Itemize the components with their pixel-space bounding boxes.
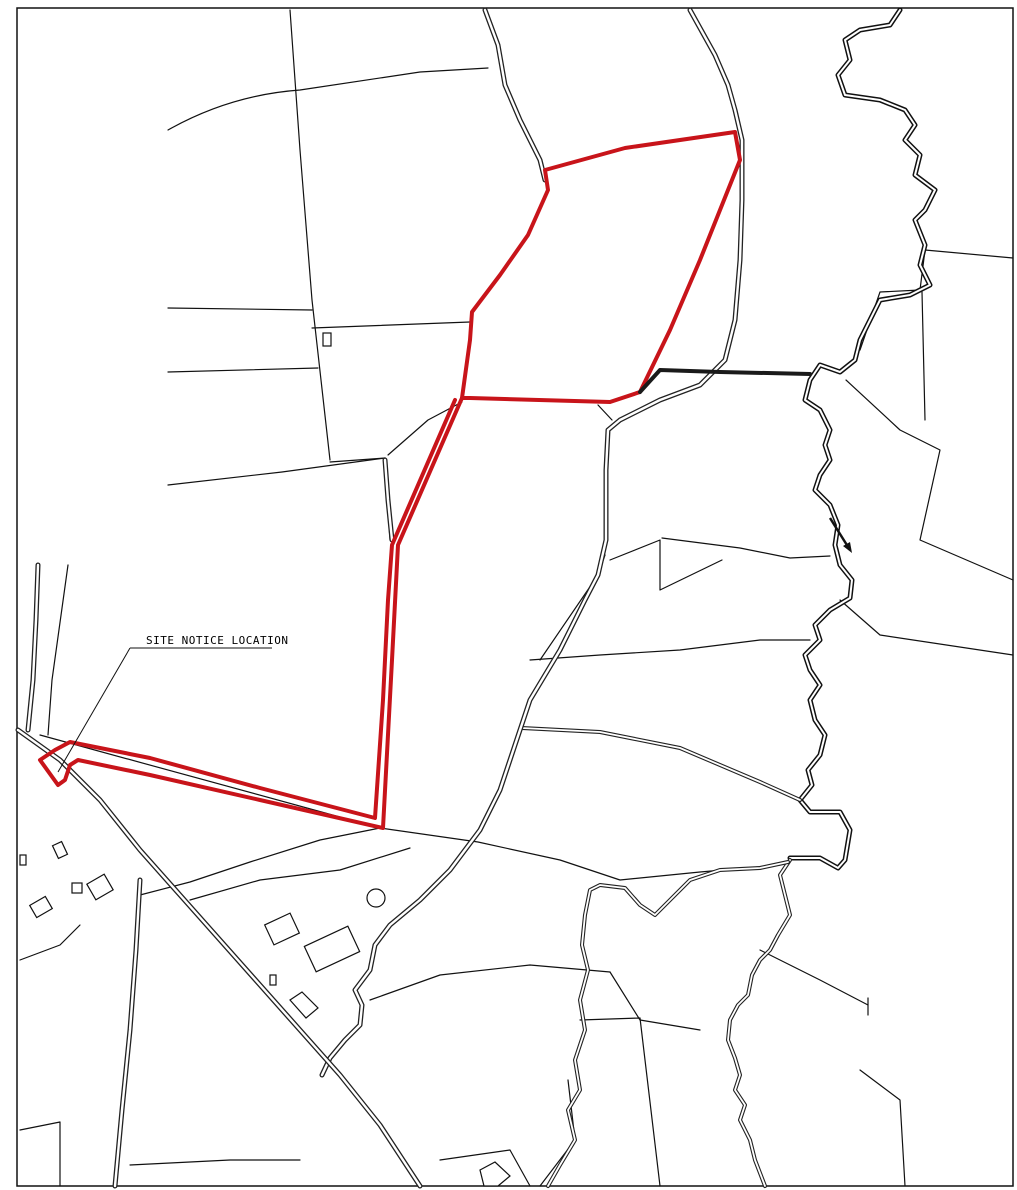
field-line bbox=[189, 847, 411, 901]
public-road bbox=[15, 727, 423, 1189]
field-line bbox=[19, 924, 81, 961]
drain bbox=[520, 726, 802, 802]
field-line bbox=[661, 537, 831, 559]
building bbox=[71, 882, 83, 894]
river-channel bbox=[787, 7, 938, 871]
building bbox=[28, 895, 54, 919]
buildings bbox=[19, 332, 511, 1187]
building bbox=[289, 991, 319, 1019]
field-line bbox=[129, 1159, 301, 1166]
field-line bbox=[47, 564, 69, 736]
field-line bbox=[379, 827, 781, 881]
field-line bbox=[759, 949, 869, 1006]
river bbox=[787, 7, 938, 871]
field-line bbox=[845, 379, 1014, 581]
building bbox=[479, 1161, 511, 1187]
field-line bbox=[167, 367, 319, 373]
map-border bbox=[16, 7, 1014, 1187]
building bbox=[19, 854, 27, 866]
site-boundary bbox=[38, 130, 812, 830]
field-line bbox=[919, 249, 1014, 291]
river-channel-highlight bbox=[789, 9, 936, 869]
field-line bbox=[609, 971, 701, 1031]
field-line bbox=[921, 291, 926, 421]
field-line bbox=[609, 539, 723, 591]
field-line bbox=[289, 9, 331, 461]
stream bbox=[726, 858, 792, 1188]
field-line bbox=[139, 827, 381, 896]
field-line bbox=[439, 1149, 531, 1187]
field-line bbox=[167, 307, 313, 311]
field-line bbox=[529, 639, 811, 661]
field-line bbox=[167, 67, 489, 131]
field-line bbox=[369, 964, 611, 1001]
site-notice-callout: SITE NOTICE LOCATION bbox=[57, 634, 288, 773]
building bbox=[51, 840, 69, 860]
field-line bbox=[311, 321, 471, 329]
existing-track-connection bbox=[638, 368, 812, 394]
field-line bbox=[859, 1069, 906, 1187]
site-boundary-access-corridor bbox=[38, 396, 464, 830]
building bbox=[86, 873, 114, 901]
farm-tracks bbox=[15, 7, 745, 1189]
building bbox=[322, 332, 332, 347]
streams bbox=[520, 726, 802, 1188]
field-line bbox=[539, 554, 606, 661]
building bbox=[269, 974, 277, 986]
flow-arrowhead-icon bbox=[843, 542, 852, 553]
farmhouse bbox=[263, 912, 301, 946]
site-boundary-north-field bbox=[460, 130, 742, 404]
field-line bbox=[597, 404, 613, 421]
field-line bbox=[167, 457, 386, 486]
field-boundaries bbox=[19, 9, 1014, 1187]
site-notice-label: SITE NOTICE LOCATION bbox=[146, 634, 288, 647]
field-line bbox=[579, 1017, 661, 1187]
callout-leader bbox=[57, 647, 131, 773]
farm-shed bbox=[303, 925, 361, 973]
farm-track bbox=[319, 7, 745, 1078]
silo bbox=[366, 888, 386, 908]
field-line bbox=[19, 1121, 61, 1187]
field-line bbox=[839, 599, 1014, 656]
